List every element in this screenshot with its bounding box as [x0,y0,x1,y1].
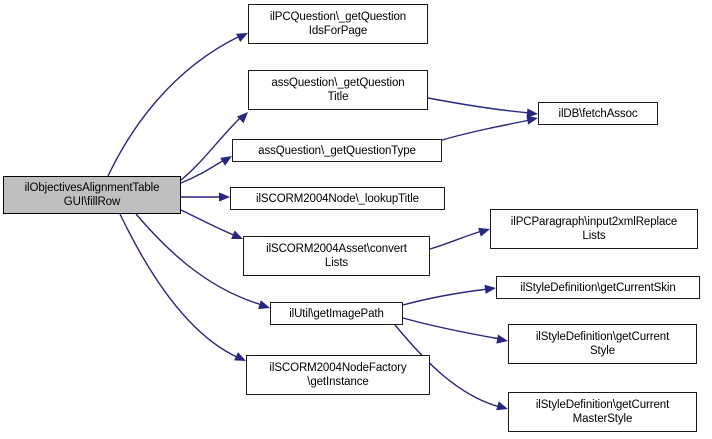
graph-arrowhead-root-to-scoasset [231,230,243,239]
graph-node-fetchassoc[interactable]: ilDB\fetchAssoc [538,102,658,125]
graph-arrowhead-aqtype-to-fetchassoc [526,115,538,125]
graph-arrowhead-root-to-aqtype [220,156,232,166]
graph-arrowhead-root-to-imgpath [258,300,270,310]
graph-node-scolookup[interactable]: ilSCORM2004Node\_lookupTitle [230,187,445,210]
graph-edge-root-to-scoasset [180,209,237,237]
graph-edge-aqtitle-to-fetchassoc [427,97,531,114]
graph-arrowhead-aqtitle-to-fetchassoc [526,108,538,118]
graph-node-aqtype[interactable]: assQuestion\_getQuestionType [232,139,442,162]
graph-node-scoasset[interactable]: ilSCORM2004Asset\convert Lists [243,236,430,276]
graph-node-pcpara[interactable]: ilPCParagraph\input2xmlReplace Lists [490,209,698,249]
graph-node-aqtitle[interactable]: assQuestion\_getQuestion Title [248,70,428,110]
graph-edge-scoasset-to-pcpara [429,230,483,250]
graph-arrowhead-root-to-pcq [236,33,248,43]
graph-node-root[interactable]: ilObjectivesAlignmentTable GUI\fillRow [3,176,181,214]
graph-node-scofactory[interactable]: ilSCORM2004NodeFactory \getInstance [246,355,430,395]
graph-arrowhead-imgpath-to-skin [484,284,496,294]
graph-node-skin[interactable]: ilStyleDefinition\getCurrentSkin [496,276,700,299]
graph-node-style[interactable]: ilStyleDefinition\getCurrent Style [508,324,697,364]
graph-arrowhead-root-to-aqtitle [237,112,248,124]
graph-edge-root-to-aqtype [180,159,225,184]
graph-node-masterstyle[interactable]: ilStyleDefinition\getCurrent MasterStyle [508,392,697,432]
graph-node-pcq[interactable]: ilPCQuestion\_getQuestion IdsForPage [248,4,428,44]
graph-edge-root-to-pcq [107,35,241,177]
graph-arrowhead-root-to-scofactory [234,352,246,361]
graph-arrowhead-imgpath-to-masterstyle [496,401,508,411]
graph-edge-aqtype-to-fetchassoc [441,119,531,141]
graph-arrowhead-scoasset-to-pcpara [478,227,490,237]
graph-node-imgpath[interactable]: ilUtil\getImagePath [270,302,403,325]
graph-arrowhead-imgpath-to-style [496,334,508,344]
graph-edge-imgpath-to-skin [402,288,489,306]
graph-arrowhead-root-to-scolookup [219,192,230,202]
graph-edge-root-to-scofactory [119,213,240,359]
graph-edge-imgpath-to-style [402,317,501,340]
